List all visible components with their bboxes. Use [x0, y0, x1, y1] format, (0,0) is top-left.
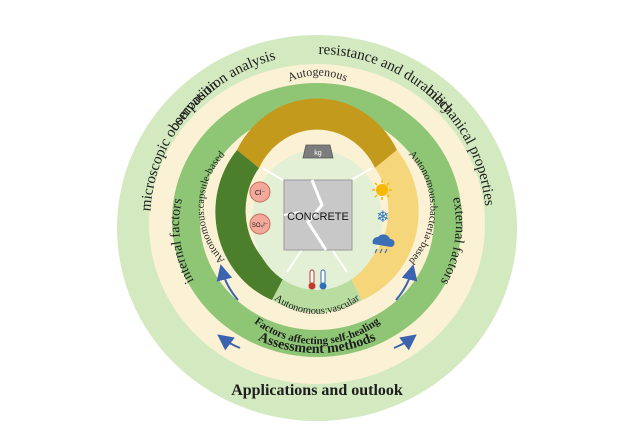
weight-icon: kg [302, 144, 334, 159]
rain-cloud-icon [372, 234, 395, 254]
weight-label: kg [314, 150, 322, 157]
chloride-icon: Cl⁻ [249, 181, 271, 203]
assessment-arrow-left [217, 334, 241, 351]
snowflake-icon: ❄ [376, 209, 389, 226]
concrete-label: CONCRETE [287, 211, 349, 223]
assessment-arrow-right [393, 334, 417, 351]
capsule-segment [215, 150, 285, 300]
inner-divider [330, 247, 348, 273]
factor-arrow-left [216, 264, 239, 301]
bacteria-segment [349, 150, 419, 300]
thermometer-cold-icon [319, 269, 327, 290]
svg-text:SO₄²⁻: SO₄²⁻ [252, 223, 268, 229]
concrete-block: CONCRETE [283, 179, 353, 251]
sun-icon [372, 180, 392, 200]
autogenous-segment [237, 98, 397, 168]
inner-divider [286, 247, 304, 273]
svg-text:Cl⁻: Cl⁻ [255, 190, 266, 197]
applications-title-label: Applications and outlook [231, 382, 403, 399]
factor-arrow-right [395, 264, 418, 301]
sulfate-icon: SO₄²⁻ [249, 213, 271, 235]
mechanism-ring [215, 98, 419, 313]
thermometer-hot-icon [308, 269, 316, 290]
